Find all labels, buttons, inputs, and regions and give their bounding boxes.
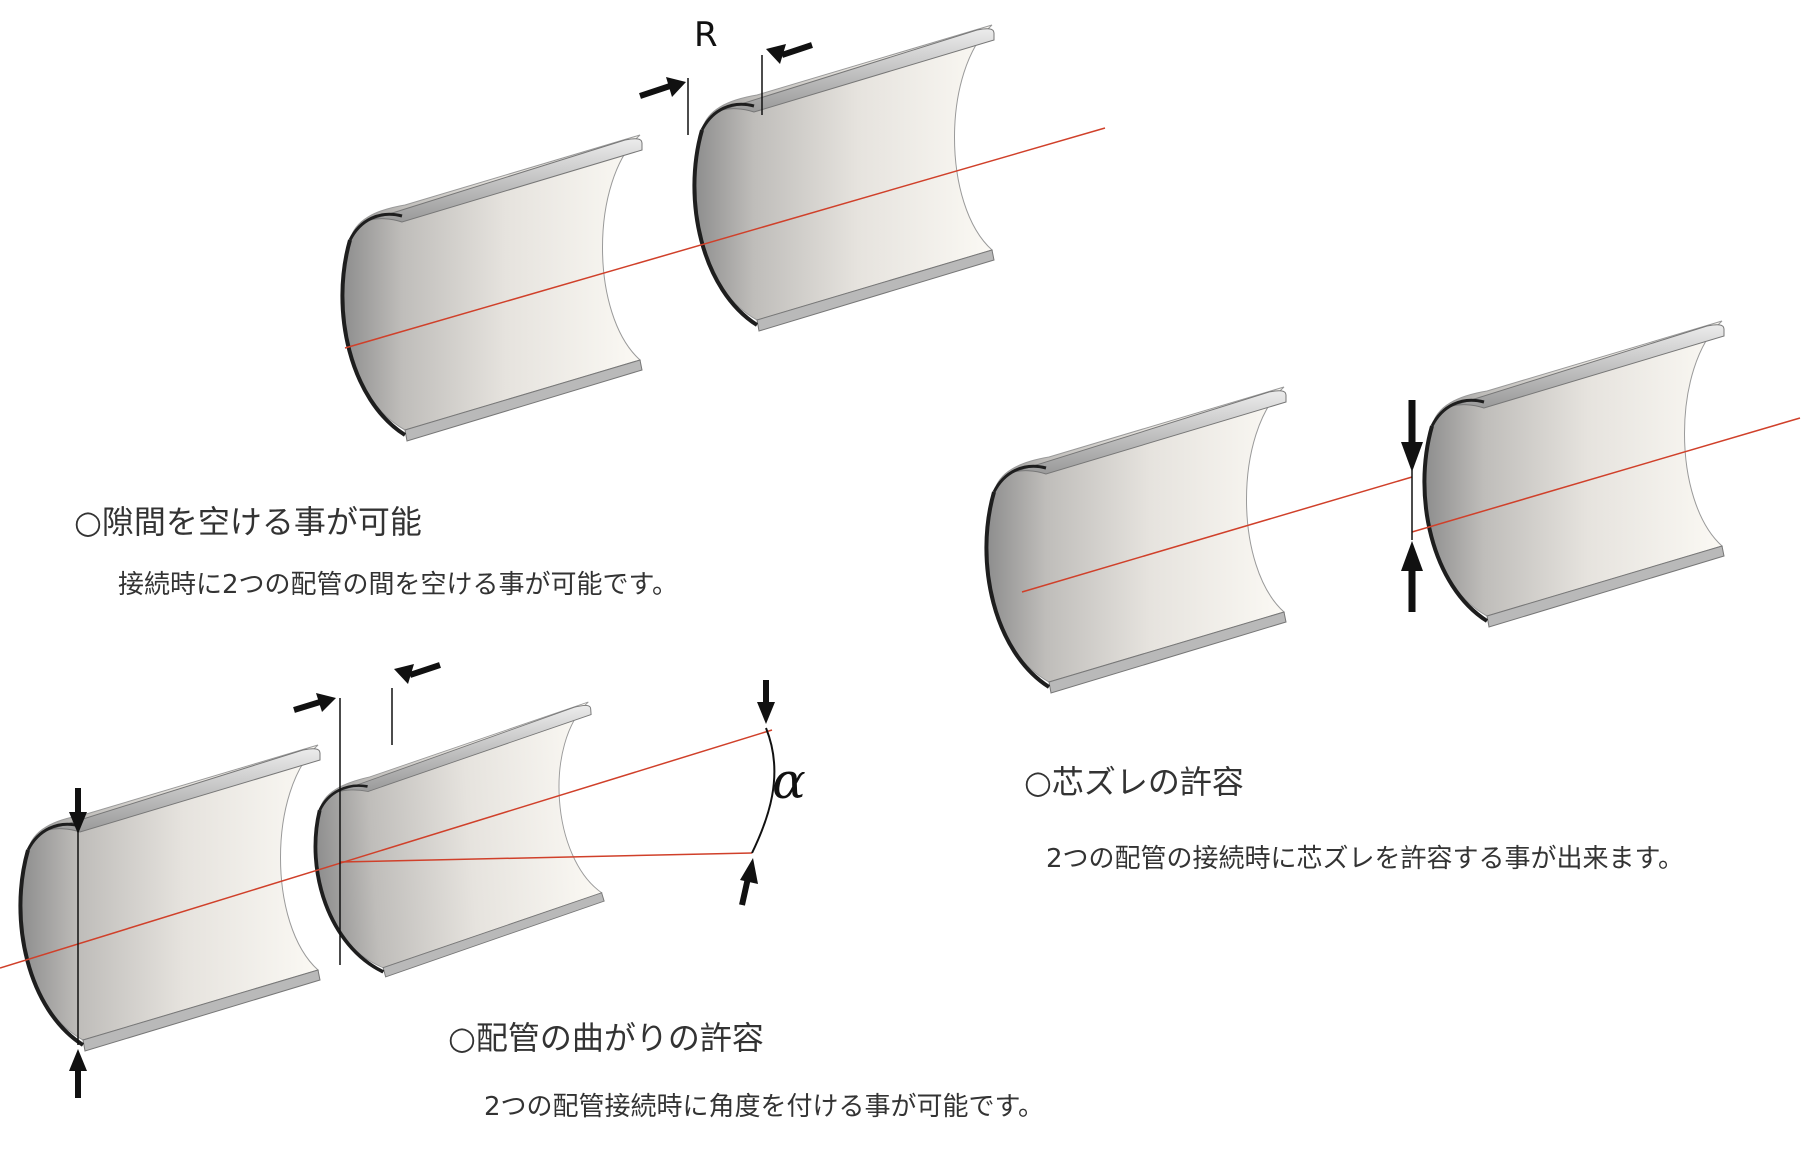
bend-description: 2つの配管接続時に角度を付ける事が可能です。: [484, 1092, 1044, 1122]
arrow-up-icon: [1401, 541, 1423, 612]
arrow-up-icon: [69, 1049, 87, 1098]
centerline: [1411, 417, 1801, 533]
arrow-icon: [639, 77, 686, 99]
gap-symbol: R: [694, 15, 718, 55]
arrow-down-icon: [1401, 400, 1423, 472]
angle-arc: [751, 727, 776, 854]
gap-figure: R: [340, 15, 1106, 443]
arrow-icon: [394, 662, 441, 684]
arrow-icon: [293, 693, 336, 713]
gap-description: 接続時に2つの配管の間を空ける事が可能です。: [118, 570, 678, 600]
right-pipe: [304, 699, 611, 984]
arrow-down-icon: [69, 788, 87, 834]
arrow-up-icon: [739, 858, 758, 906]
right-pipe: [692, 23, 996, 333]
bend-heading: ○配管の曲がりの許容: [448, 1019, 764, 1057]
centerline: [1021, 476, 1413, 593]
offset-description: 2つの配管の接続時に芯ズレを許容する事が出来ます。: [1046, 844, 1684, 874]
arrow-icon: [766, 42, 813, 64]
angle-symbol: α: [772, 752, 806, 810]
bend-figure: α: [0, 662, 806, 1098]
offset-heading: ○芯ズレの許容: [1024, 763, 1244, 801]
left-pipe: [984, 385, 1288, 695]
centerline: [344, 127, 1106, 349]
centerline: [339, 852, 753, 863]
left-pipe: [340, 133, 644, 443]
left-pipe: [18, 743, 323, 1053]
centerline: [0, 729, 773, 969]
right-pipe: [1422, 319, 1726, 629]
offset-figure: [984, 319, 1801, 695]
arrow-down-icon: [757, 680, 775, 724]
gap-heading: ○隙間を空ける事が可能: [74, 503, 422, 541]
